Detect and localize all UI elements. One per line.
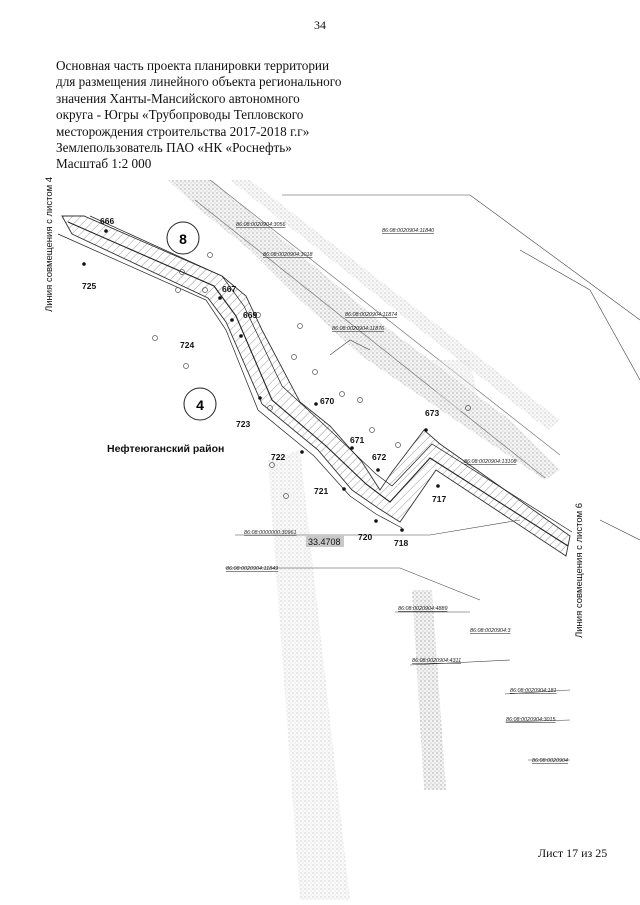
cadastral-label: 86:08:0020904:3 <box>470 628 510 634</box>
point-label: 717 <box>432 494 446 504</box>
title-line: округа - Югры «Трубопроводы Тепловского <box>56 107 304 123</box>
boundary-lines <box>225 194 640 761</box>
title-line: для размещения линейного объекта региона… <box>56 74 342 90</box>
cadastral-label: 86:08:0020904:11876 <box>332 326 384 332</box>
area-value: 33.4708 <box>308 537 341 547</box>
sheet-circle-8: 8 <box>166 221 200 255</box>
cadastral-label: 86:08:0020904:4889 <box>398 606 447 612</box>
title-line: Основная часть проекта планировки террит… <box>56 58 330 73</box>
point-label: 722 <box>271 452 285 462</box>
cadastral-label: 86:08:0020904:181 <box>510 688 556 694</box>
title-line: месторождения строительства 2017-2018 г.… <box>56 123 310 139</box>
title-line: Землепользователь ПАО «НК «Роснефть» <box>56 140 292 156</box>
circle-number: 8 <box>179 231 187 247</box>
point-label: 670 <box>320 396 334 406</box>
cadastral-label: 86:08:0020904 <box>532 758 568 764</box>
point-label: 724 <box>180 340 194 350</box>
sheet-footer: Лист 17 из 25 <box>538 846 608 860</box>
cadastral-label: 86:08:0020904:4311 <box>412 658 461 664</box>
cadastral-label: 86:08:0020904:3056 <box>236 222 285 228</box>
title-block: Основная часть проекта планировки террит… <box>56 58 356 173</box>
point-label: 667 <box>222 284 236 294</box>
point-label: 673 <box>425 408 439 418</box>
map-symbols <box>152 252 471 499</box>
page-number: 34 <box>314 18 326 32</box>
pipeline-corridor <box>57 215 573 557</box>
district-label: Нефтеюганский район <box>107 443 224 455</box>
cadastral-labels: 86:08:0020904:3056 86:08:0020904:11840 8… <box>226 222 568 764</box>
scale-label: Масштаб 1:2 000 <box>56 156 152 172</box>
survey-points <box>82 229 440 532</box>
cadastral-label: 86:08:0020904:11874 <box>345 312 397 318</box>
point-labels: 666 725 667 669 724 723 670 722 671 672 … <box>82 216 446 548</box>
point-label: 723 <box>236 419 250 429</box>
point-label: 718 <box>394 538 408 548</box>
area-label: 33.4708 <box>306 535 344 547</box>
point-label: 672 <box>372 452 386 462</box>
point-label: 721 <box>314 486 328 496</box>
circle-number: 4 <box>196 397 204 413</box>
vertical-corridor <box>268 360 480 900</box>
cadastral-label: 86:08:0020904:3015 <box>506 717 556 723</box>
point-label: 671 <box>350 435 364 445</box>
cadastral-label: 86:08:0020904:13108 <box>464 459 516 465</box>
sheet-circle-4: 4 <box>183 387 217 421</box>
point-label: 666 <box>100 216 114 226</box>
right-border-label: Линия совмещения с листом 6 <box>574 503 585 638</box>
point-label: 720 <box>358 532 372 542</box>
cadastral-label: 86:08:0020904:3018 <box>263 252 312 258</box>
title-line: значения Ханты-Мансийского автономного <box>56 90 300 106</box>
cadastral-label: 86:08:0020904:11840 <box>382 228 434 234</box>
left-border-label: Линия совмещения с листом 4 <box>44 177 55 312</box>
point-label: 669 <box>243 310 257 320</box>
point-label: 725 <box>82 281 96 291</box>
cadastral-label: 86:08:0020904:11849 <box>226 566 278 572</box>
cadastral-label: 86:08:0000000:30961 <box>244 530 296 536</box>
